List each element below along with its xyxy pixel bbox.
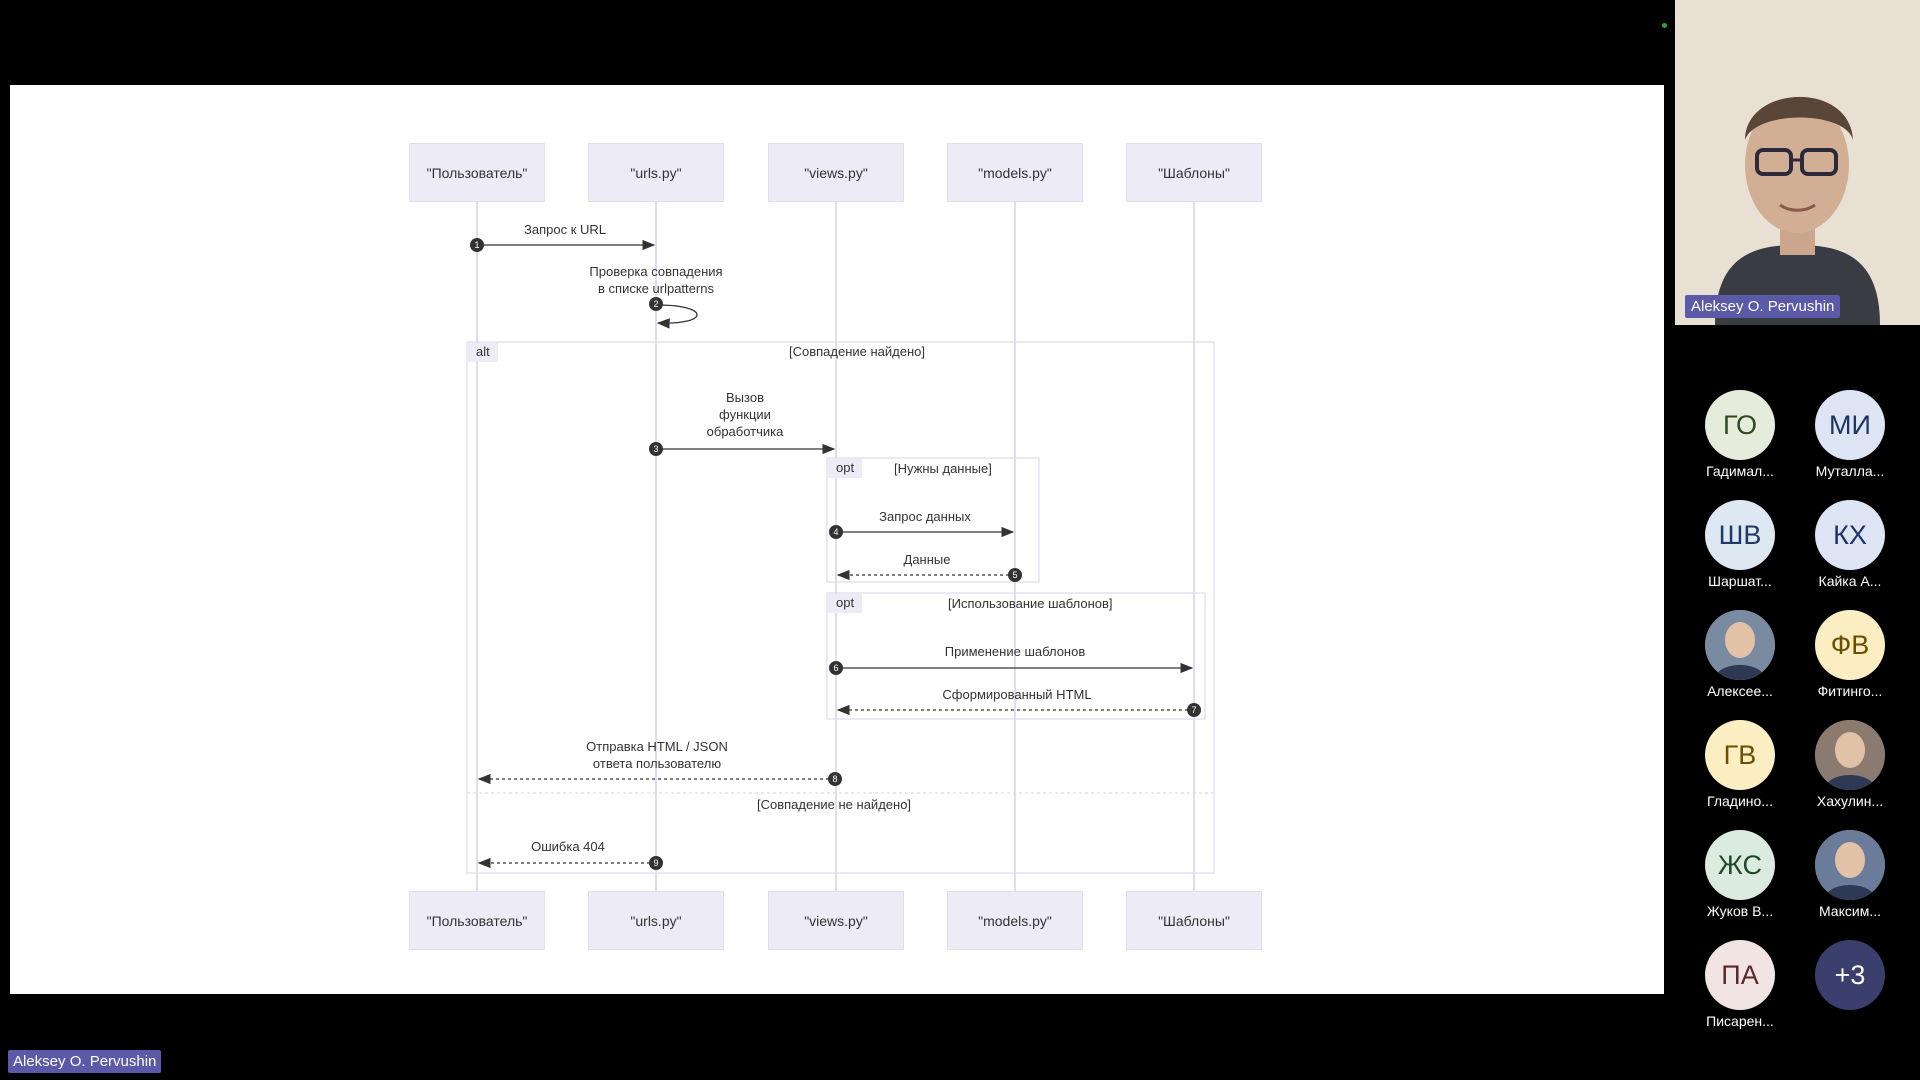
participant-avatar: ШВ [1705,500,1775,570]
message-label-9: Ошибка 404 [531,839,605,854]
participant-name: Писарен... [1706,1013,1774,1029]
step-number: 6 [833,663,838,673]
participant-avatar: МИ [1815,390,1885,460]
participant-avatar: ПА [1705,940,1775,1010]
participant-templates-top: "Шаблоны" [1126,143,1262,202]
message-label-2-line2: в списке urlpatterns [598,281,714,296]
participant-models-top: "models.py" [947,143,1083,202]
participant-name: Муталла... [1815,463,1885,479]
message-label-5: Данные [903,552,951,567]
message-label-1: Запрос к URL [524,222,606,237]
message-label-2-line1: Проверка совпадения [589,264,723,279]
step-number: 2 [653,299,658,309]
participant-name: Фитинго... [1817,683,1883,699]
opt-guard-2: [Использование шаблонов] [948,596,1113,611]
opt-tag-1: opt [828,459,863,478]
opt-fragment-1 [826,457,1040,583]
participant-tile[interactable]: Хахулин... [1800,720,1900,820]
speaker-silhouette [1675,0,1920,325]
step-number: 3 [653,444,658,454]
step-number: 8 [832,774,837,784]
participant-avatar: +3 [1815,940,1885,1010]
step-number: 4 [833,527,838,537]
participant-tile[interactable]: ФВ Фитинго... [1800,610,1900,710]
participant-name: Гладино... [1707,793,1773,809]
speaker-name-tag: Aleksey O. Pervushin [1685,295,1841,318]
message-label-3-line1: Вызов [726,390,764,405]
participant-views-bottom: "views.py" [768,891,904,950]
participant-views-top: "views.py" [768,143,904,202]
message-label-3-line2: функции [719,407,771,422]
participant-name: Жуков В... [1706,903,1774,919]
participant-name: Алексее... [1707,683,1773,699]
participant-photo-avatar [1815,830,1885,900]
participant-tile[interactable]: ГВ Гладино... [1690,720,1790,820]
presentation-slide: 1 2 3 4 5 6 7 8 9 "Пользователь" "urls.p… [10,85,1664,994]
opt-tag-2: opt [828,594,863,613]
participant-tile[interactable]: ГО Гадимал... [1690,390,1790,490]
participant-name: Максим... [1818,903,1881,919]
participant-tile[interactable]: Максим... [1800,830,1900,930]
participant-urls-top: "urls.py" [588,143,724,202]
speaker-video[interactable]: Aleksey O. Pervushin [1675,0,1920,325]
step-number: 9 [653,858,658,868]
participant-tile[interactable]: КХ Кайка А... [1800,500,1900,600]
message-label-3-line3: обработчика [706,424,784,439]
person-icon [1815,720,1885,790]
participant-tile[interactable]: ПА Писарен... [1690,940,1790,1040]
message-label-8-line1: Отправка HTML / JSON [586,739,728,754]
participant-avatar: ГО [1705,390,1775,460]
participant-name: Кайка А... [1818,573,1882,589]
participant-tile[interactable]: Алексее... [1690,610,1790,710]
message-label-8: Отправка HTML / JSON ответа пользователю [586,738,728,772]
participant-tile[interactable]: +3 [1800,940,1900,1040]
participant-photo-avatar [1815,720,1885,790]
sequence-diagram: 1 2 3 4 5 6 7 8 9 [466,202,1215,892]
message-label-8-line2: ответа пользователю [592,756,722,771]
status-indicator [1662,23,1667,28]
lifelines [476,202,1195,892]
person-icon [1705,610,1775,680]
message-label-2: Проверка совпадения в списке urlpatterns [589,263,722,297]
active-speaker-label: Aleksey O. Pervushin [8,1050,162,1073]
message-label-6: Применение шаблонов [944,644,1086,659]
message-label-7: Сформированный HTML [942,687,1092,702]
message-arrow-2 [656,304,698,329]
step-markers [470,238,1201,870]
message-label-3: Вызов функции обработчика [707,389,784,440]
alt-fragment [466,341,1215,874]
alt-tag: alt [468,343,498,362]
participant-user-top: "Пользователь" [409,143,545,202]
participant-avatar: ФВ [1815,610,1885,680]
participant-templates-bottom: "Шаблоны" [1126,891,1262,950]
participant-name: Хахулин... [1816,793,1884,809]
step-number: 1 [474,240,479,250]
participant-name: Гадимал... [1706,463,1774,479]
step-number: 5 [1012,570,1017,580]
step-number: 7 [1191,705,1196,715]
participant-photo-avatar [1705,610,1775,680]
opt-guard-1: [Нужны данные] [894,461,992,476]
participant-tile[interactable]: МИ Муталла... [1800,390,1900,490]
participant-user-bottom: "Пользователь" [409,891,545,950]
participant-name: Шаршат... [1708,573,1772,589]
message-label-4: Запрос данных [879,509,971,524]
person-icon [1815,830,1885,900]
participant-avatar: ГВ [1705,720,1775,790]
participant-urls-bottom: "urls.py" [588,891,724,950]
participant-models-bottom: "models.py" [947,891,1083,950]
opt-fragment-2 [826,592,1206,720]
else-guard: [Совпадение не найдено] [757,797,912,812]
alt-guard: [Совпадение найдено] [789,344,926,359]
participant-tile[interactable]: ШВ Шаршат... [1690,500,1790,600]
participant-avatar: ЖС [1705,830,1775,900]
participant-avatar: КХ [1815,500,1885,570]
participant-tile[interactable]: ЖС Жуков В... [1690,830,1790,930]
